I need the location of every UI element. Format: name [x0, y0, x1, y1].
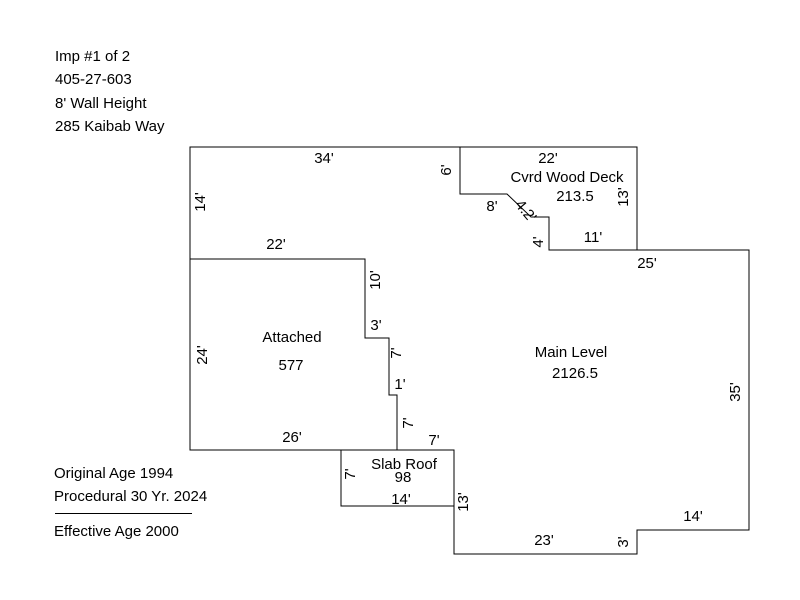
- dim-step-1: 1': [394, 376, 405, 393]
- dim-attached-bottom-26: 26': [282, 429, 302, 446]
- wall-height: 8' Wall Height: [55, 94, 147, 112]
- property-info: Imp #1 of 2 405-27-603 8' Wall Height 28…: [55, 45, 165, 138]
- dim-deck-11: 11': [584, 229, 603, 246]
- dim-attached-24: 24': [194, 345, 211, 365]
- age-info: Original Age 1994 Procedural 30 Yr. 2024…: [54, 462, 207, 543]
- dim-deck-4-2: 4.2': [511, 197, 539, 226]
- dim-deck-13: 13': [615, 187, 632, 207]
- original-age: Original Age 1994: [54, 465, 174, 482]
- main-level-size: 2126.5: [552, 365, 598, 382]
- parcel-number: 405-27-603: [55, 71, 132, 89]
- attached-size: 577: [278, 357, 303, 374]
- dim-top-34: 34': [314, 150, 334, 167]
- attached-label: Attached: [262, 329, 321, 346]
- dim-deck-4: 4': [530, 236, 547, 247]
- main-level-outline: [189, 146, 750, 555]
- main-level-label: Main Level: [535, 344, 608, 361]
- dim-bottom-3: 3': [615, 536, 632, 547]
- deck-label: Cvrd Wood Deck: [510, 169, 624, 186]
- dim-step-10: 10': [367, 270, 384, 290]
- dim-main-25: 25': [637, 255, 657, 272]
- slab-roof-size: 98: [395, 469, 412, 486]
- dim-slab-13: 13': [455, 492, 472, 512]
- deck-outline: [460, 146, 638, 250]
- procedural-age: Procedural 30 Yr. 2024: [54, 488, 208, 505]
- dim-slab-7: 7': [342, 468, 359, 479]
- dim-deck-8: 8': [486, 198, 497, 215]
- dim-step-7a: 7': [388, 347, 405, 358]
- dim-step-3: 3': [370, 317, 381, 334]
- improvement-number: Imp #1 of 2: [55, 48, 131, 65]
- dim-bottom-23: 23': [534, 532, 554, 549]
- attached-outline: [190, 258, 398, 450]
- address: 285 Kaibab Way: [55, 117, 165, 135]
- dim-deck-6: 6': [438, 164, 455, 175]
- dim-bottom-right-14: 14': [683, 508, 703, 525]
- slab-roof-outline: [340, 450, 454, 507]
- dim-slab-bottom-14: 14': [391, 491, 411, 508]
- divider: [55, 513, 192, 514]
- dim-right-35: 35': [727, 382, 744, 402]
- dim-step-7b: 7': [400, 417, 417, 428]
- dim-slab-top-7: 7': [428, 432, 439, 449]
- dim-attached-top-22: 22': [266, 236, 286, 253]
- slab-roof-label: Slab Roof: [371, 456, 438, 473]
- deck-size: 213.5: [556, 188, 594, 205]
- effective-age: Effective Age 2000: [54, 523, 179, 540]
- dim-deck-top-22: 22': [538, 150, 558, 167]
- dim-left-14: 14': [192, 192, 209, 212]
